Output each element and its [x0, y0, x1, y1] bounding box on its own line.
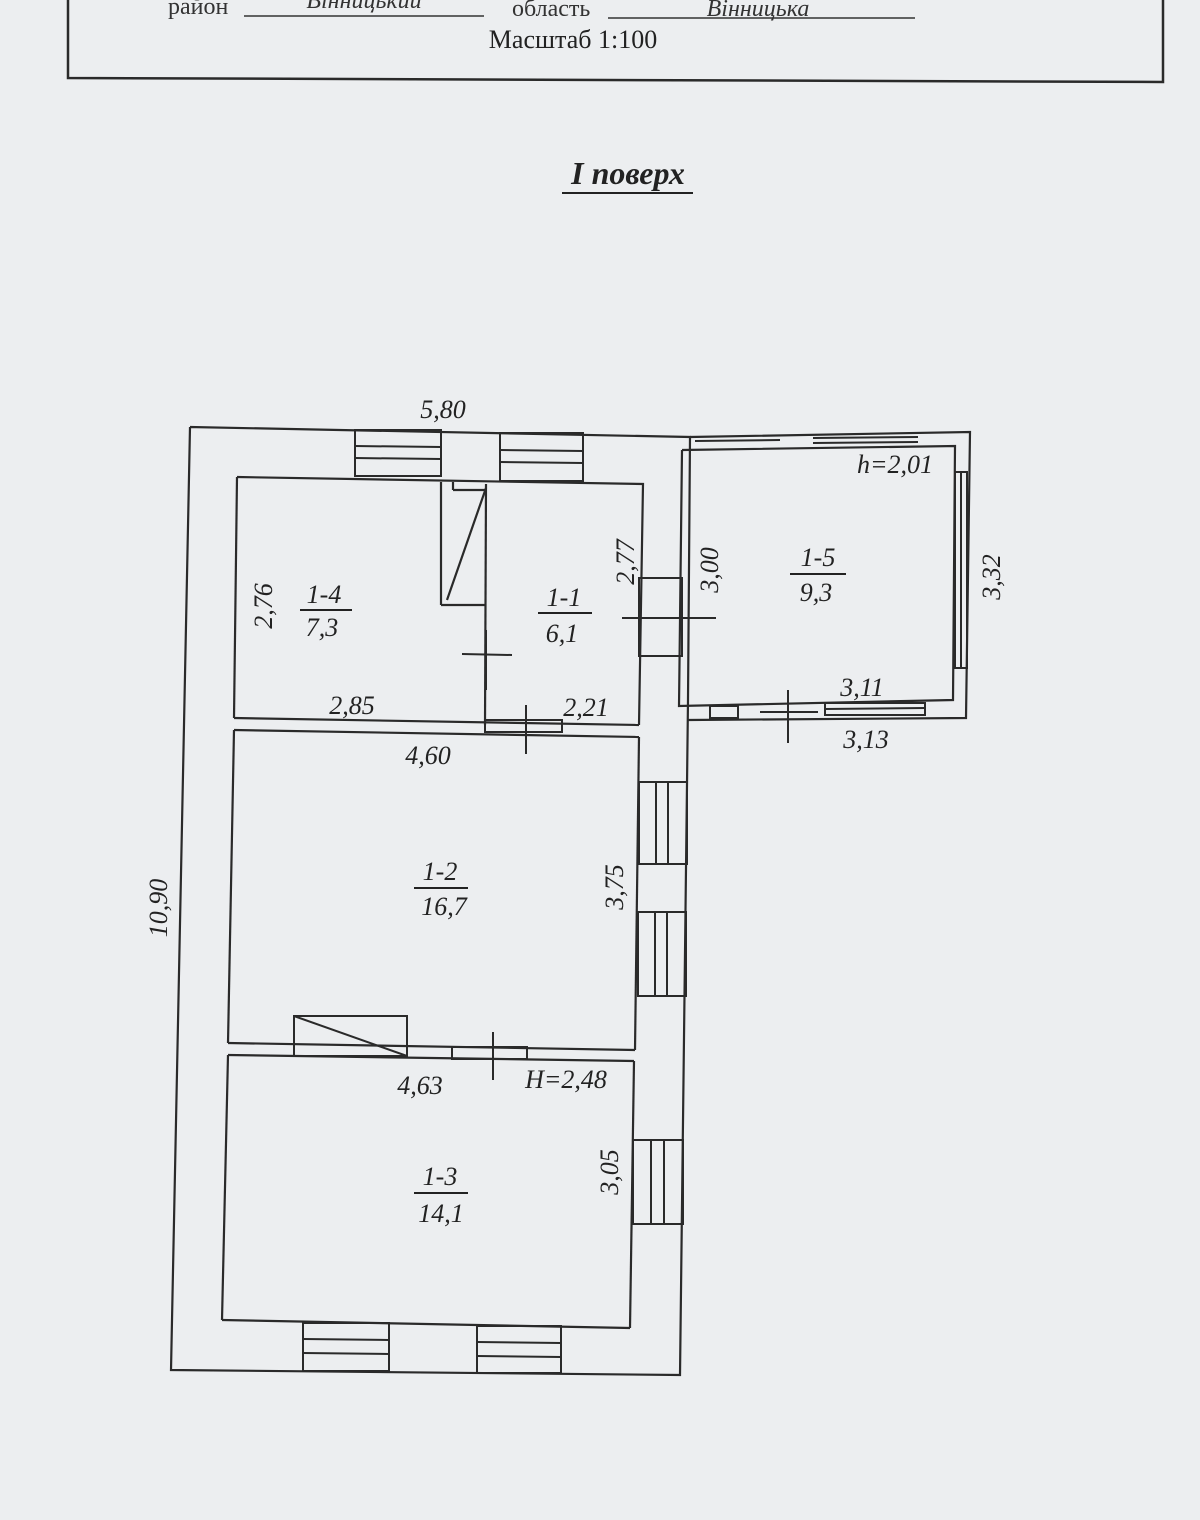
dim-room15-outer-width: 3,13: [842, 725, 889, 754]
room-1-5-area: 9,3: [800, 578, 833, 607]
window-right-1: [638, 781, 688, 865]
dim-room13-width: 4,63: [397, 1071, 443, 1100]
main-inner-wall-top: [236, 475, 645, 726]
region-value: Вінницька: [707, 0, 810, 22]
annex-inner-wall: [677, 444, 957, 708]
closet-diagonal: [445, 487, 488, 601]
annex-ceiling-height: h=2,01: [857, 450, 933, 479]
windows: [302, 429, 968, 1374]
door-11-12: [484, 705, 563, 754]
dim-room13-height: 3,05: [595, 1149, 624, 1196]
room-1-2-id: 1-2: [423, 857, 458, 886]
room-1-2-area: 16,7: [421, 892, 468, 921]
partition-top-2: [233, 728, 640, 739]
dim-top-width: 5,80: [420, 395, 466, 424]
doors: [293, 577, 818, 1080]
room12-left-wall: [226, 729, 236, 1044]
room-1-4-area: 7,3: [306, 613, 339, 642]
region-label: область: [512, 0, 590, 22]
stove: [293, 1015, 408, 1057]
room-1-1-id: 1-1: [547, 583, 582, 612]
room13-left-wall: [220, 1054, 230, 1321]
window-bottom-2: [476, 1325, 562, 1374]
district-label: район: [168, 0, 228, 20]
window-annex-top: [694, 436, 919, 444]
partition-mid: [227, 1041, 636, 1052]
room-1-1-label: 1-1 6,1: [538, 583, 592, 648]
dim-room11-height: 2,77: [611, 538, 640, 585]
room-1-4-label: 1-4 7,3: [300, 580, 352, 642]
header-form: район Вінницький область Вінницька Масшт…: [66, 0, 1165, 84]
room-1-3-id: 1-3: [423, 1162, 458, 1191]
partition-top: [233, 716, 640, 727]
header-frame: [66, 0, 1165, 84]
main-outer-wall: [169, 425, 692, 1377]
door-14-11: [461, 630, 513, 690]
room14-left-wall: [232, 476, 239, 719]
window-right-2: [637, 911, 687, 997]
room-1-2-label: 1-2 16,7: [414, 857, 468, 921]
dim-room15-right: 3,32: [977, 554, 1006, 601]
door-12-13: [451, 1032, 528, 1080]
dim-room15-inner-width: 3,11: [839, 673, 884, 702]
window-annex-right: [954, 471, 968, 669]
dimensions: 5,80 10,90 2,76 2,85 2,21 2,77 3,00 3,32…: [144, 395, 1006, 1196]
dim-room14-height: 2,76: [249, 583, 278, 629]
room-labels: 1-4 7,3 1-1 6,1 1-5 9,3 1-2 16,7 1-3 14,…: [300, 543, 846, 1228]
window-right-3: [632, 1139, 684, 1225]
room-1-1-area: 6,1: [546, 619, 579, 648]
scale-label: Масштаб 1:100: [489, 25, 657, 54]
dim-room12-height: 3,75: [600, 864, 629, 911]
room-1-3-label: 1-3 14,1: [414, 1162, 468, 1228]
dim-room11-width: 2,21: [563, 693, 609, 722]
room-1-4-id: 1-4: [307, 580, 342, 609]
room13-bottom-wall: [221, 1318, 631, 1330]
dim-left-height: 10,90: [144, 879, 173, 938]
window-top-1: [354, 429, 442, 477]
plan-walls: [169, 425, 972, 1377]
partition-mid-2: [227, 1053, 635, 1063]
door-annex-entry: [760, 690, 818, 743]
floor-title: I поверх: [570, 155, 685, 191]
window-top-2: [499, 432, 584, 482]
room-1-3-area: 14,1: [418, 1199, 464, 1228]
room-1-5-label: 1-5 9,3: [790, 543, 846, 607]
door-11-15: [622, 577, 716, 657]
dim-room12-width: 4,60: [405, 741, 451, 770]
district-value: Вінницький: [306, 0, 421, 14]
room-1-5-id: 1-5: [801, 543, 836, 572]
dim-room15-left: 3,00: [695, 547, 724, 594]
dim-room14-width: 2,85: [329, 691, 375, 720]
main-ceiling-height: H=2,48: [524, 1065, 607, 1094]
window-annex-bottom: [709, 702, 926, 719]
window-bottom-1: [302, 1322, 390, 1372]
